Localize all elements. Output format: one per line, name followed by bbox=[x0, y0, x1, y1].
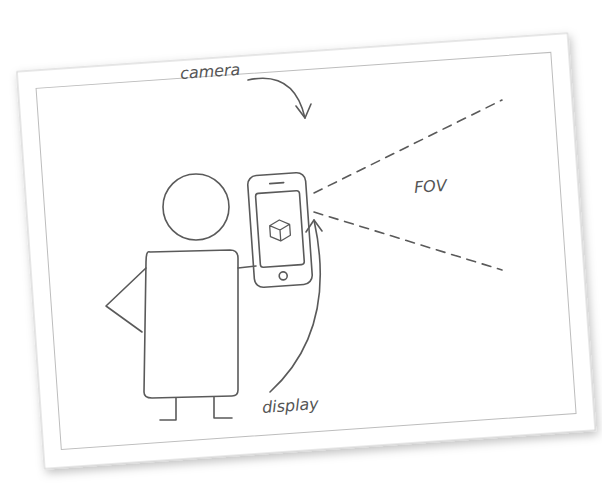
display-arrowhead bbox=[306, 220, 322, 232]
figure-left-leg bbox=[160, 398, 176, 420]
figure-head bbox=[163, 174, 229, 240]
card bbox=[17, 33, 595, 469]
sketch-label: display bbox=[261, 394, 319, 417]
phone-speaker bbox=[270, 182, 284, 185]
phone-home-button bbox=[279, 272, 288, 281]
figure-right-leg bbox=[214, 397, 232, 418]
card-inner-border bbox=[36, 52, 576, 449]
phone-screen bbox=[255, 191, 304, 268]
phone-body bbox=[247, 172, 313, 288]
fov-upper-line bbox=[314, 100, 502, 193]
sketch-label: FOV bbox=[413, 176, 447, 197]
sketch bbox=[106, 78, 502, 420]
phone bbox=[247, 172, 313, 288]
card-paper bbox=[17, 33, 595, 469]
sketch-label: camera bbox=[179, 60, 241, 83]
camera-arrowhead bbox=[296, 104, 311, 118]
figure-left-arm bbox=[106, 268, 146, 332]
camera-arrow bbox=[248, 78, 305, 118]
display-arrow bbox=[270, 220, 320, 392]
figure-body bbox=[144, 250, 238, 398]
cube-icon bbox=[269, 219, 290, 241]
fov-lower-line bbox=[314, 212, 502, 270]
